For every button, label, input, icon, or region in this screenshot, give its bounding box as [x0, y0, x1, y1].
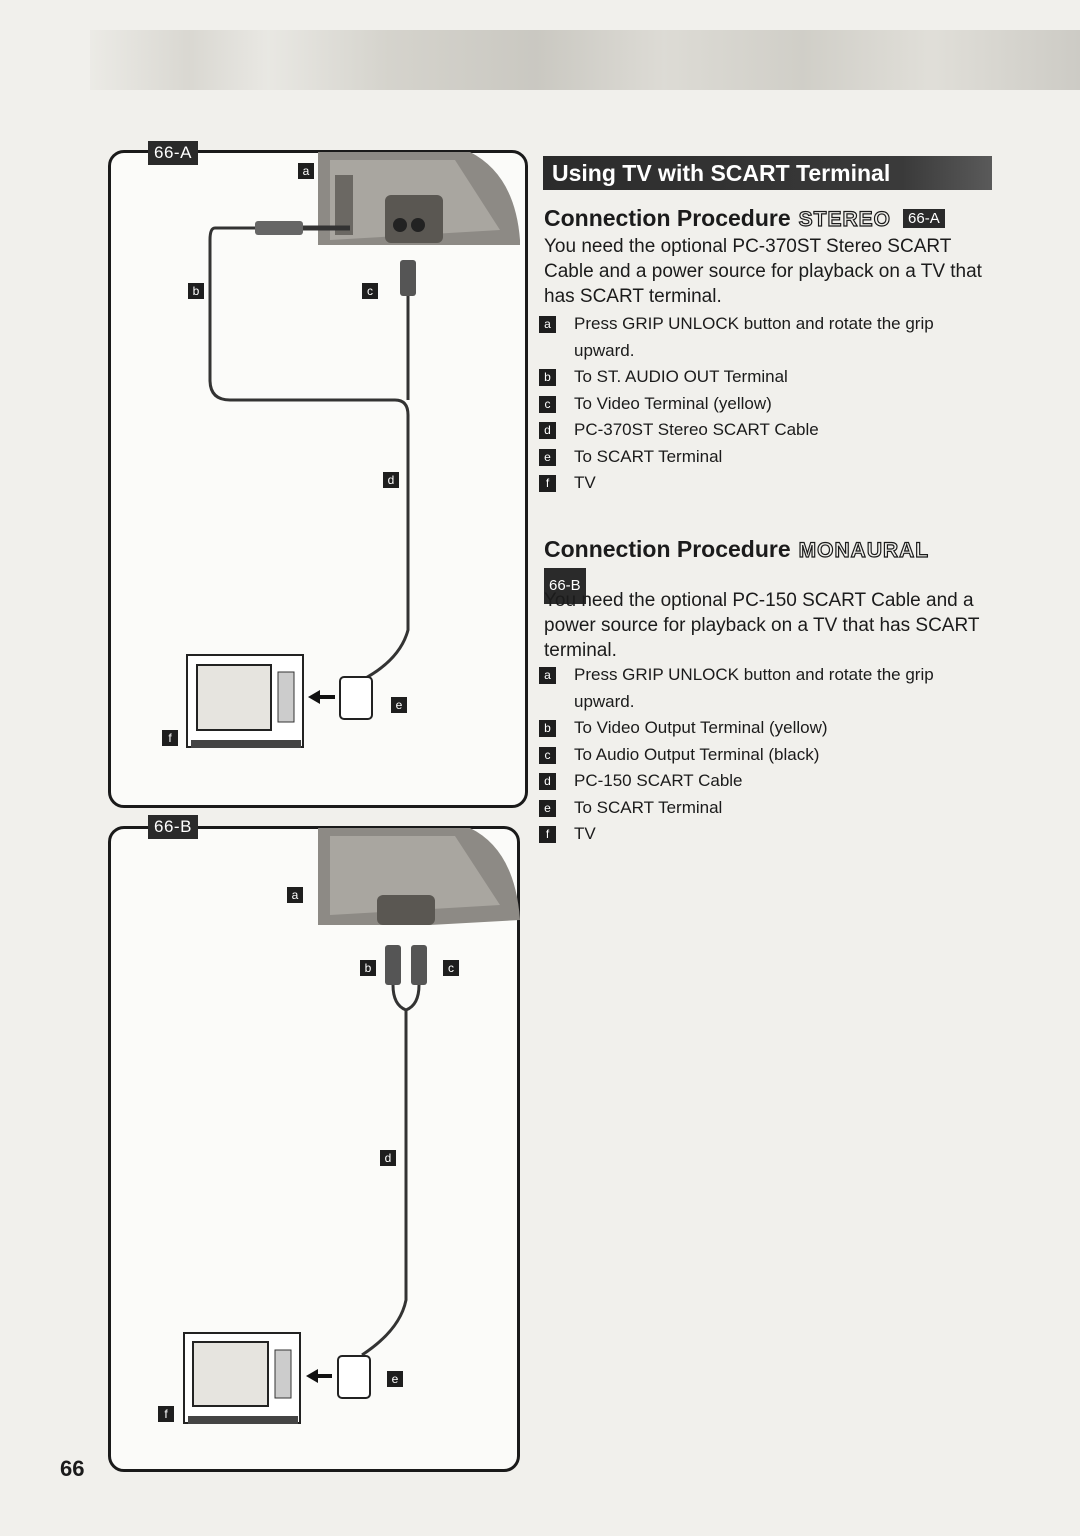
list-item: b To ST. AUDIO OUT Terminal: [539, 364, 989, 391]
scart-plug-a: [339, 676, 373, 720]
item-marker: a: [539, 316, 556, 333]
fig-b-label-f: f: [158, 1406, 174, 1422]
list-item: e To SCART Terminal: [539, 444, 989, 471]
item-text: To Audio Output Terminal (black): [574, 744, 820, 764]
stereo-intro: You need the optional PC-370ST Stereo SC…: [544, 236, 982, 307]
item-text: To SCART Terminal: [574, 446, 723, 466]
item-marker: e: [539, 799, 556, 817]
item-marker: b: [539, 720, 556, 737]
figure-66a-tag: 66-A: [148, 141, 198, 165]
item-marker: c: [539, 395, 556, 413]
camcorder-illustration-a: [318, 152, 520, 245]
fig-a-label-e: e: [391, 697, 407, 713]
list-item: b To Video Output Terminal (yellow): [539, 715, 989, 742]
scart-plug-b: [337, 1355, 371, 1399]
mono-scart-cable: [361, 984, 421, 1357]
fig-a-label-b: b: [188, 283, 204, 299]
item-text: To Video Terminal (yellow): [574, 393, 772, 413]
fig-a-label-d: d: [383, 472, 399, 488]
rca-plug-video: [385, 945, 401, 985]
rca-plug-audio: [411, 945, 427, 985]
rca-plug-yellow: [400, 260, 416, 296]
item-text: To SCART Terminal: [574, 797, 723, 817]
stereo-item-list: a Press GRIP UNLOCK button and rotate the…: [539, 311, 989, 497]
camcorder-illustration-b: [318, 828, 520, 925]
item-marker: e: [539, 448, 556, 466]
stereo-mode-label: STEREO: [798, 207, 892, 231]
fig-b-label-b: b: [360, 960, 376, 976]
item-marker: f: [539, 475, 556, 492]
item-text: Press GRIP UNLOCK button and rotate the …: [574, 665, 934, 711]
monaural-mode-label: MONAURAL: [798, 538, 930, 562]
list-item: f TV: [539, 470, 989, 497]
monaural-figure-ref: 66-B: [544, 568, 586, 604]
tv-illustration-a: [186, 654, 304, 748]
item-text: TV: [574, 824, 596, 843]
monaural-heading-text: Connection Procedure: [544, 536, 791, 562]
stereo-mini-plug: [255, 221, 303, 235]
fig-b-label-c: c: [443, 960, 459, 976]
item-marker: a: [539, 667, 556, 684]
item-marker: c: [539, 746, 556, 764]
stereo-scart-cable: [208, 226, 410, 682]
list-item: d PC-150 SCART Cable: [539, 768, 989, 795]
monaural-item-list: a Press GRIP UNLOCK button and rotate the…: [539, 662, 989, 848]
tv-illustration-b: [183, 1332, 301, 1424]
monaural-heading: Connection Procedure MONAURAL 66-B: [544, 532, 994, 604]
item-text: To Video Output Terminal (yellow): [574, 718, 828, 737]
list-item: a Press GRIP UNLOCK button and rotate the…: [539, 311, 989, 364]
item-text: To ST. AUDIO OUT Terminal: [574, 367, 788, 386]
section-banner: Using TV with SCART Terminal: [543, 156, 992, 190]
item-marker: b: [539, 369, 556, 386]
fig-a-label-c: c: [362, 283, 378, 299]
item-text: TV: [574, 473, 596, 492]
item-text: PC-150 SCART Cable: [574, 771, 743, 790]
list-item: c To Video Terminal (yellow): [539, 391, 989, 418]
item-marker: d: [539, 422, 556, 439]
item-text: Press GRIP UNLOCK button and rotate the …: [574, 314, 934, 360]
fig-a-label-a: a: [298, 163, 314, 179]
item-marker: f: [539, 826, 556, 843]
stereo-figure-ref: 66-A: [903, 209, 945, 228]
list-item: e To SCART Terminal: [539, 795, 989, 822]
fig-a-label-f: f: [162, 730, 178, 746]
fig-b-label-d: d: [380, 1150, 396, 1166]
scan-header-noise: [90, 30, 1080, 90]
monaural-intro: You need the optional PC-150 SCART Cable…: [544, 590, 980, 661]
item-marker: d: [539, 773, 556, 790]
stereo-heading-text: Connection Procedure: [544, 205, 791, 231]
figure-66b-panel: [108, 826, 520, 1472]
figure-66b-tag: 66-B: [148, 815, 198, 839]
fig-b-label-e: e: [387, 1371, 403, 1387]
list-item: f TV: [539, 821, 989, 848]
item-text: PC-370ST Stereo SCART Cable: [574, 420, 819, 439]
page-number: 66: [60, 1456, 85, 1481]
stereo-heading: Connection Procedure STEREO 66-A: [544, 205, 945, 232]
list-item: a Press GRIP UNLOCK button and rotate the…: [539, 662, 989, 715]
list-item: c To Audio Output Terminal (black): [539, 742, 989, 769]
list-item: d PC-370ST Stereo SCART Cable: [539, 417, 989, 444]
fig-b-label-a: a: [287, 887, 303, 903]
